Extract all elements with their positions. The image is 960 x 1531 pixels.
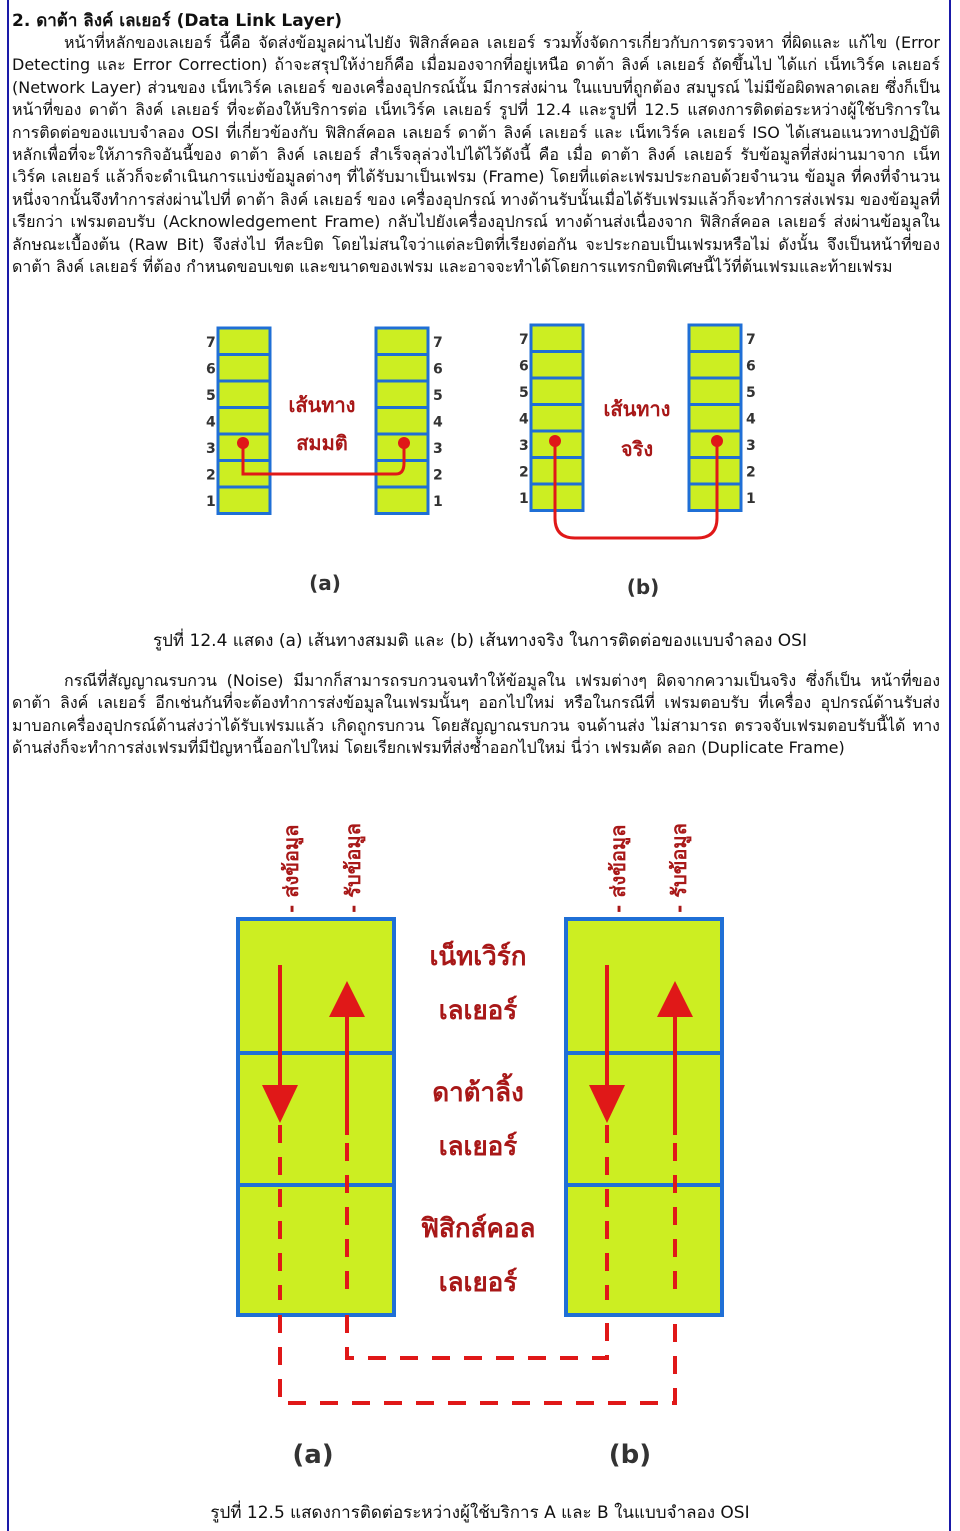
layer-box	[529, 456, 585, 486]
layer-number: 7	[433, 335, 443, 351]
paragraph-2: กรณีที่สัญญาณรบกวน (Noise) มีมากก็สามารถ…	[12, 671, 940, 758]
label-real-2: จริง	[621, 437, 653, 461]
layer-box	[216, 406, 272, 436]
layer-number: 5	[206, 388, 216, 404]
layer-number: 1	[746, 491, 756, 507]
layer-number: 7	[746, 332, 756, 348]
layer-number: 6	[746, 359, 756, 375]
layer-number: 1	[433, 494, 443, 510]
sub-label-a: (a)	[309, 571, 341, 595]
paragraph-1: หน้าที่หลักของเลเยอร์ นี้คือ จัดส่งข้อมู…	[12, 33, 940, 277]
layer-number: 6	[433, 362, 443, 378]
layer-network-1: เน็ทเวิร์ก	[430, 940, 527, 972]
figure-12-4: 7 6 5 4 3 2 1 7 6 5 4 3 2 1 7 6 5 4 3 2 1 7 6 5 4 3 2 1 เส้นทาง สมม…	[0, 318, 960, 618]
layer-box	[216, 353, 272, 383]
sub-label-b: (b)	[627, 575, 660, 599]
article-content: 2. ดาต้า ลิงค์ เลเยอร์ (Data Link Layer)…	[12, 10, 940, 278]
layer-box	[374, 326, 430, 356]
right-send-label: - ส่งข้อมูล	[606, 825, 632, 913]
layer-box	[687, 376, 743, 406]
layer-number: 4	[519, 412, 529, 428]
layer-number: 5	[519, 385, 529, 401]
layer-box	[374, 406, 430, 436]
left-recv-label: - รับข้อมูล	[341, 823, 367, 913]
fig2-sub-label-b: (b)	[609, 1440, 651, 1470]
layer-box	[687, 456, 743, 486]
layer-number: 2	[433, 468, 443, 484]
layer-number: 3	[433, 441, 443, 457]
layer-number: 3	[519, 438, 529, 454]
layer-number: 1	[206, 494, 216, 510]
layer-number: 3	[746, 438, 756, 454]
layer-box	[374, 485, 430, 515]
layer-number: 7	[519, 332, 529, 348]
layer-number: 5	[433, 388, 443, 404]
layer-box	[529, 376, 585, 406]
layer-number: 1	[519, 491, 529, 507]
layer-number: 6	[206, 362, 216, 378]
layer-box	[687, 323, 743, 353]
layer-box	[216, 326, 272, 356]
layer-number: 5	[746, 385, 756, 401]
layer-box	[529, 350, 585, 380]
layer-number: 2	[519, 465, 529, 481]
layer-box	[216, 485, 272, 515]
layer-number: 2	[206, 468, 216, 484]
label-virtual-2: สมมติ	[296, 431, 348, 455]
layer-number: 2	[746, 465, 756, 481]
layer-number: 6	[519, 359, 529, 375]
layer-number: 4	[206, 415, 216, 431]
layer-box	[374, 379, 430, 409]
layer-box	[529, 482, 585, 512]
figure-12-5: - ส่งข้อมูล - รับข้อมูล - ส่งข้อมูล - รั…	[0, 795, 960, 1485]
layer-box	[374, 459, 430, 489]
layer-datalink-2: เลเยอร์	[439, 1131, 518, 1162]
label-virtual-1: เส้นทาง	[289, 393, 356, 417]
section-heading: 2. ดาต้า ลิงค์ เลเยอร์ (Data Link Layer)	[12, 11, 342, 31]
layer-physical-1: ฟิสิกส์คอล	[421, 1213, 536, 1244]
layer-box	[687, 403, 743, 433]
layer-physical-2: เลเยอร์	[439, 1267, 518, 1298]
layer-box	[529, 403, 585, 433]
layer-number: 3	[206, 441, 216, 457]
layer-number: 4	[746, 412, 756, 428]
layer-box	[216, 379, 272, 409]
figure-12-5-diagram: - ส่งข้อมูล - รับข้อมูล - ส่งข้อมูล - รั…	[236, 823, 724, 1470]
layer-box	[374, 353, 430, 383]
figure-12-4-diagram: 7 6 5 4 3 2 1 7 6 5 4 3 2 1 7 6 5 4 3 2 1 7 6 5 4 3 2 1 เส้นทาง สมม…	[206, 323, 756, 599]
label-real-1: เส้นทาง	[604, 397, 671, 421]
fig2-sub-label-a: (a)	[292, 1440, 333, 1470]
layer-datalink-1: ดาต้าลิ้ง	[432, 1072, 524, 1108]
layer-number: 7	[206, 335, 216, 351]
layer-box	[687, 482, 743, 512]
page-frame	[7, 0, 951, 1531]
layer-box	[529, 323, 585, 353]
left-send-label: - ส่งข้อมูล	[279, 825, 305, 913]
layer-number: 4	[433, 415, 443, 431]
figure-12-5-caption: รูปที่ 12.5 แสดงการติดต่อระหว่างผู้ใช้บร…	[210, 1503, 750, 1523]
layer-box	[687, 350, 743, 380]
path-real	[553, 441, 719, 540]
figure-12-4-caption: รูปที่ 12.4 แสดง (a) เส้นทางสมมติ และ (b…	[153, 631, 807, 651]
layer-network-2: เลเยอร์	[439, 995, 518, 1026]
right-recv-label: - รับข้อมูล	[667, 823, 693, 913]
path-virtual-right	[378, 443, 406, 476]
